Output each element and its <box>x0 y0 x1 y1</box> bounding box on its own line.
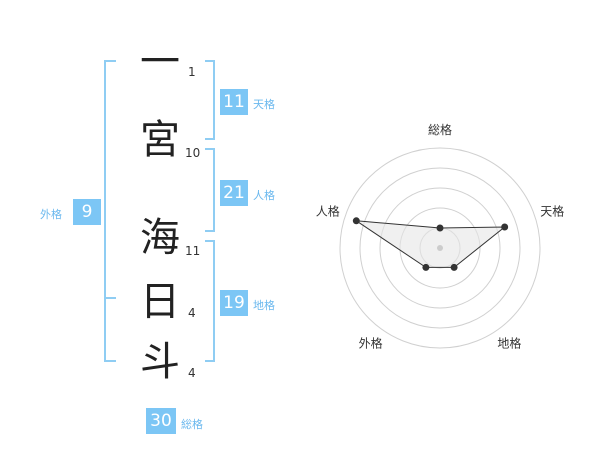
soukaku-label: 総格 <box>181 418 203 431</box>
gaikaku-label: 外格 <box>40 208 62 221</box>
chikaku-value: 19 <box>220 290 248 316</box>
radar-ring <box>339 147 541 349</box>
radar-point <box>501 223 509 231</box>
jinkaku-value: 21 <box>220 180 248 206</box>
chikaku-bracket <box>205 240 215 362</box>
jinkaku-bracket <box>205 148 215 232</box>
tenkaku-label: 天格 <box>253 98 275 111</box>
radar-point <box>436 224 444 232</box>
gaikaku-value: 9 <box>73 199 101 225</box>
tenkaku-bracket <box>205 60 215 140</box>
tenkaku-value: 11 <box>220 89 248 115</box>
radar-axis-label: 外格 <box>359 335 383 350</box>
stroke-count-3: 11 <box>185 244 201 258</box>
radar-ring <box>379 187 501 309</box>
radar-point <box>450 263 458 271</box>
radar-point <box>352 217 360 225</box>
radar-point <box>422 263 430 271</box>
radar-rings <box>339 147 541 349</box>
radar-ring <box>359 167 521 329</box>
gaikaku-bracket <box>104 60 116 362</box>
gaikaku-bracket-tick <box>104 297 116 299</box>
name-char-3: 海 <box>140 215 180 261</box>
radar-axis-label: 天格 <box>540 204 564 219</box>
radar-points <box>352 217 509 271</box>
name-char-1: 一 <box>140 39 180 85</box>
radar-axis-label: 人格 <box>316 204 340 219</box>
name-char-4: 日 <box>140 279 180 325</box>
soukaku-value: 30 <box>146 408 176 434</box>
chikaku-label: 地格 <box>253 299 275 312</box>
name-char-2: 宮 <box>140 117 180 163</box>
radar-polygon <box>356 220 507 268</box>
stroke-count-2: 10 <box>185 146 201 160</box>
jinkaku-label: 人格 <box>253 189 275 202</box>
stroke-count-1: 1 <box>188 65 196 79</box>
radar-axis-label: 総格 <box>428 122 452 137</box>
stroke-count-4: 4 <box>188 306 196 320</box>
name-char-5: 斗 <box>140 339 180 385</box>
radar-axis-label: 地格 <box>497 335 521 350</box>
radar-center <box>437 245 443 251</box>
stroke-count-5: 4 <box>188 366 196 380</box>
